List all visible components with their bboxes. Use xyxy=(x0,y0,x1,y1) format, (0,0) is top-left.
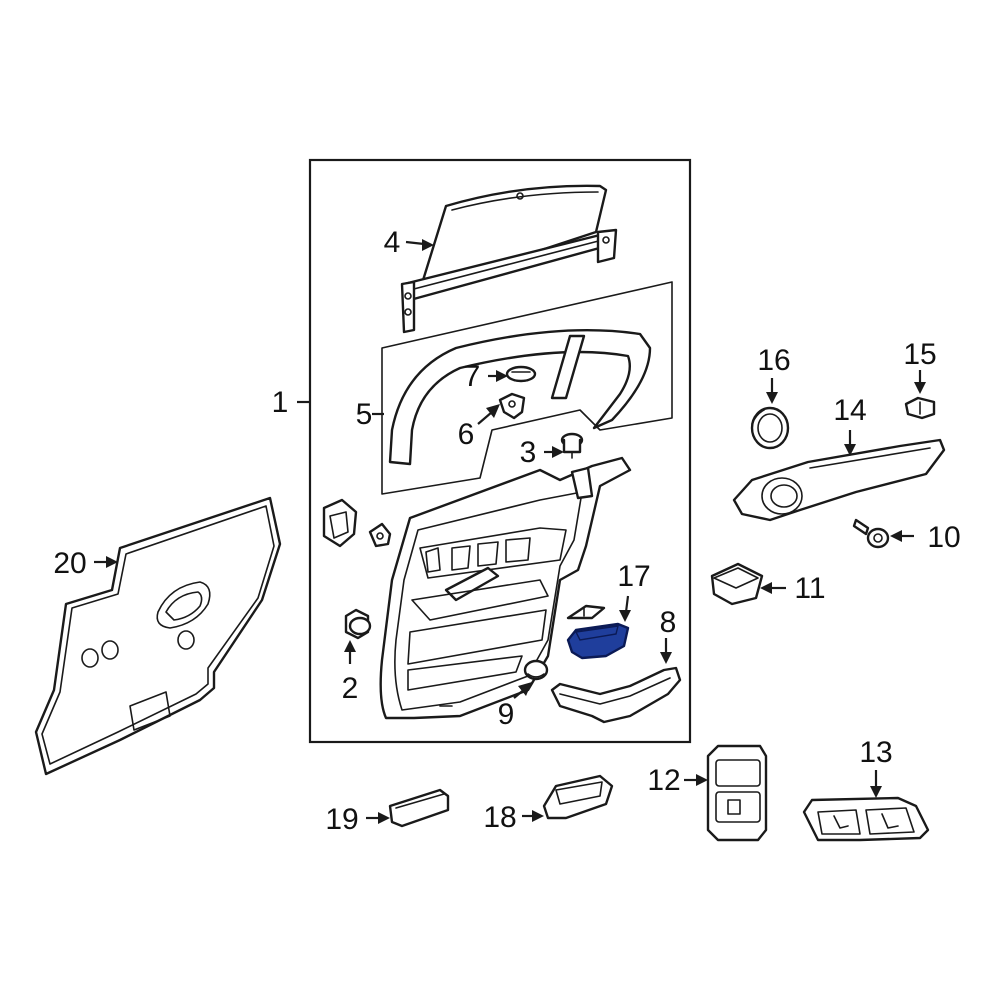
callout-7[interactable]: 7 xyxy=(464,360,481,393)
callout-4[interactable]: 4 xyxy=(384,226,401,259)
part-8-armrest[interactable] xyxy=(550,666,682,724)
part-3-push-clip[interactable] xyxy=(560,432,584,459)
callout-2-arrow xyxy=(344,640,356,652)
callout-10[interactable]: 10 xyxy=(927,521,960,554)
callout-12-arrow xyxy=(696,774,708,786)
callout-19[interactable]: 19 xyxy=(325,803,358,836)
callout-16[interactable]: 16 xyxy=(757,344,790,377)
callout-6-leader xyxy=(477,411,493,425)
callout-16-arrow xyxy=(766,392,778,404)
callout-12[interactable]: 12 xyxy=(647,764,680,797)
callout-18-arrow xyxy=(532,810,544,822)
part-13-seat-switch-panel[interactable] xyxy=(802,796,930,842)
part-11-bracket[interactable] xyxy=(710,562,764,606)
part-9-plug[interactable] xyxy=(523,659,549,681)
part-5-upper-trim[interactable] xyxy=(381,281,673,495)
callout-13-arrow xyxy=(870,786,882,798)
callout-8[interactable]: 8 xyxy=(660,606,677,639)
part-2-grommet[interactable] xyxy=(344,608,372,640)
callout-1[interactable]: 1 xyxy=(272,386,289,419)
callout-17-arrow xyxy=(619,610,631,622)
door-trim-panel[interactable] xyxy=(379,456,632,720)
callout-5[interactable]: 5 xyxy=(356,398,373,431)
callout-2[interactable]: 2 xyxy=(342,672,359,705)
part-20-insulation-sheet[interactable] xyxy=(34,496,282,776)
callout-8-arrow xyxy=(660,652,672,664)
part-14-trim-strip[interactable] xyxy=(732,438,946,522)
callout-3[interactable]: 3 xyxy=(520,436,537,469)
callout-14[interactable]: 14 xyxy=(833,394,866,427)
part-12-window-switch[interactable] xyxy=(706,744,768,842)
door-speaker-housing xyxy=(322,498,392,548)
callout-15[interactable]: 15 xyxy=(903,338,936,371)
callout-3-arrow xyxy=(552,446,564,458)
part-6-retainer[interactable] xyxy=(498,392,526,420)
pull-cup-bracket xyxy=(566,604,606,620)
callout-15-arrow xyxy=(914,382,926,394)
callout-17[interactable]: 17 xyxy=(617,560,650,593)
callout-6-arrow xyxy=(486,404,500,418)
callout-9[interactable]: 9 xyxy=(498,698,515,731)
callout-10-arrow xyxy=(890,530,902,542)
callout-4-leader xyxy=(405,240,425,246)
callout-11[interactable]: 11 xyxy=(794,572,825,605)
part-18-handle-housing[interactable] xyxy=(542,774,614,820)
part-16-speaker-grille[interactable] xyxy=(750,406,790,450)
callout-11-arrow xyxy=(760,582,772,594)
part-15-clip[interactable] xyxy=(904,396,936,420)
part-10-screw[interactable] xyxy=(852,518,890,549)
callout-14-arrow xyxy=(844,444,856,456)
callout-19-arrow xyxy=(378,812,390,824)
part-7-clip[interactable] xyxy=(505,365,537,383)
assembly-frame xyxy=(308,158,692,744)
callout-9-arrow xyxy=(518,682,532,696)
callout-17-leader xyxy=(624,595,630,613)
part-4-sunshade[interactable] xyxy=(400,184,618,334)
callout-20[interactable]: 20 xyxy=(53,547,86,580)
callout-6[interactable]: 6 xyxy=(458,418,475,451)
callout-4-arrow xyxy=(422,239,434,251)
callout-20-arrow xyxy=(106,556,118,568)
callout-18[interactable]: 18 xyxy=(483,801,516,834)
part-19-reflector[interactable] xyxy=(388,788,450,828)
callout-7-arrow xyxy=(496,370,508,382)
part-17-pull-cup-highlighted[interactable] xyxy=(566,622,630,660)
callout-13[interactable]: 13 xyxy=(859,736,892,769)
